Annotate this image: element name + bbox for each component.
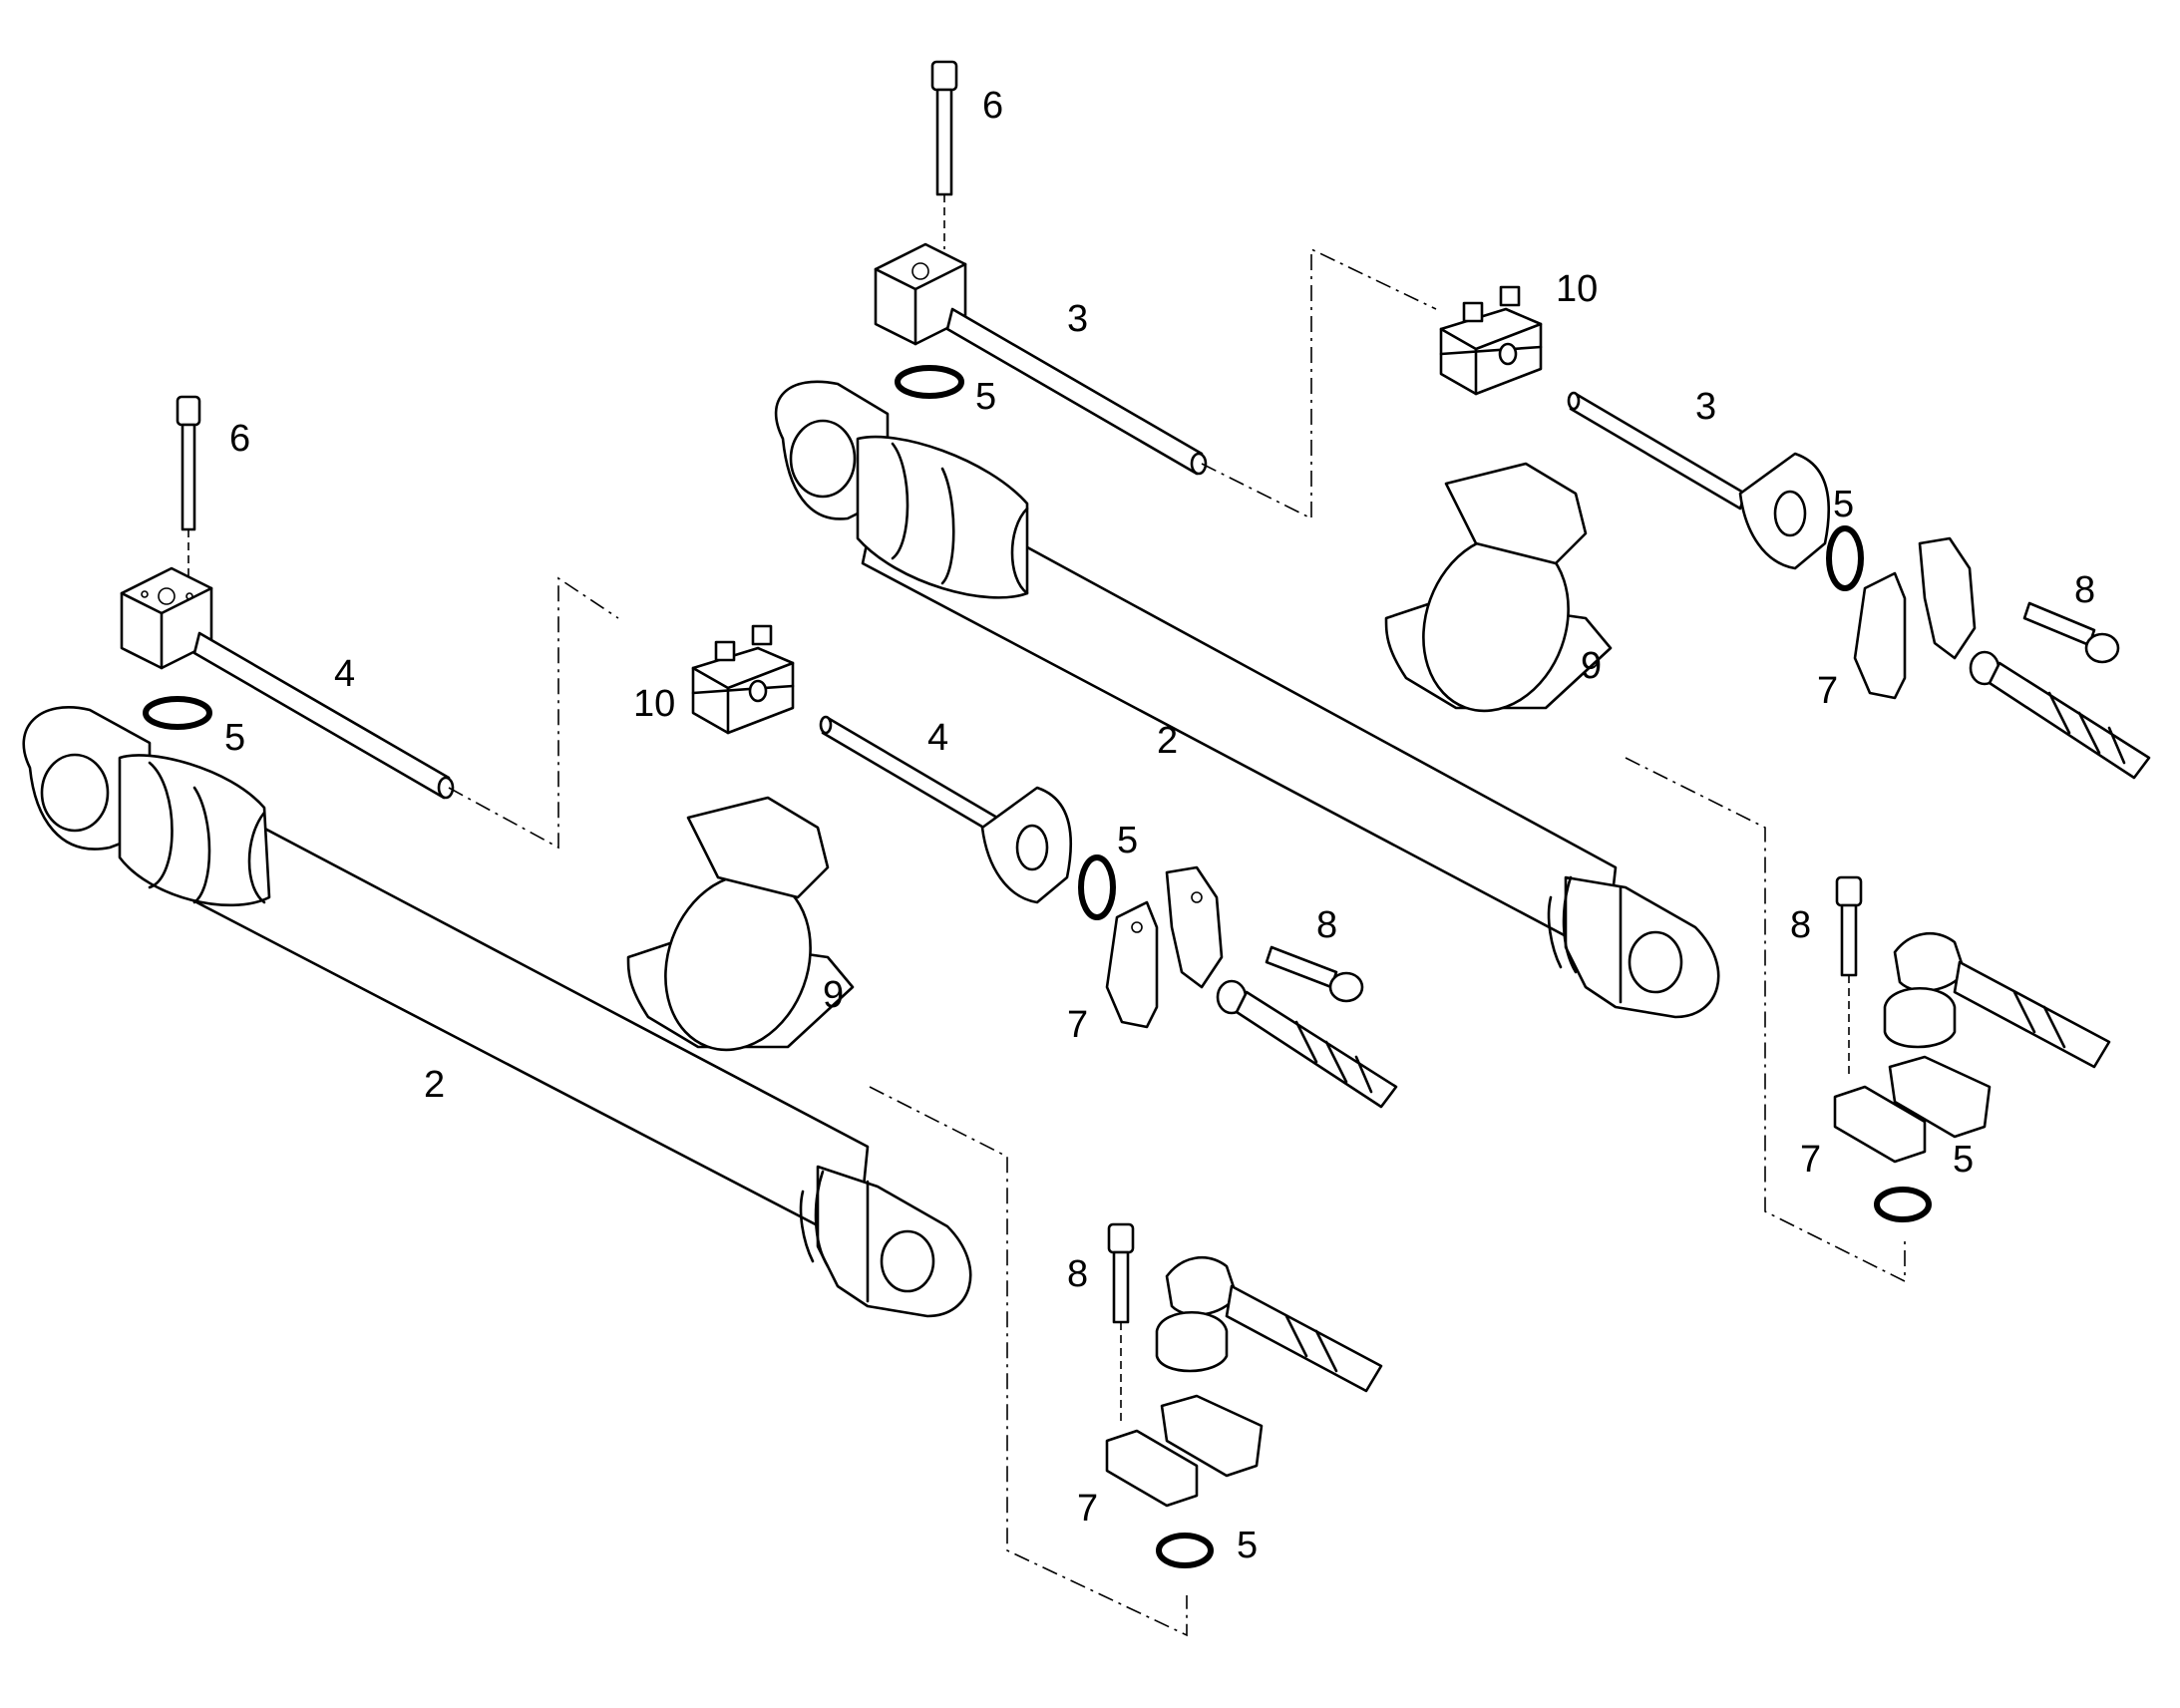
label-4-lower: 4 [334,653,355,695]
label-4-right-lower: 4 [927,717,948,759]
label-3-upper: 3 [1067,298,1088,340]
elbow-hose-lower [1155,1256,1383,1393]
split-flange-7-lower [1105,865,1224,1029]
label-8-flange-lower: 8 [1316,904,1337,946]
bracket-9-upper [1384,462,1613,713]
label-5-elbow-lower: 5 [1237,1525,1258,1566]
o-ring-5-lower-left [143,696,212,730]
o-ring-5-upper-flange [1826,525,1864,591]
label-2-upper: 2 [1157,720,1178,762]
pipe-block-lower [120,566,619,850]
bolt-8-lower-flange [1265,945,1364,1003]
clamp-block-10-upper [1439,285,1543,396]
bolt-8-lower-elbow [1107,1222,1135,1426]
label-2-lower: 2 [424,1064,445,1106]
label-7-elbow-lower: 7 [1077,1488,1098,1530]
clamp-block-10-lower [691,624,795,735]
hose-upper [1969,650,2151,780]
label-7-lower: 7 [1067,1004,1088,1046]
bolt-8-upper-elbow [1835,875,1863,1077]
o-ring-5-upper-left [895,365,964,399]
pipe-block-upper [874,242,1437,520]
label-5-flange-upper: 5 [1833,484,1854,525]
label-3-right-upper: 3 [1695,386,1716,428]
lower-cylinder-assembly: 6 4 5 10 4 5 8 7 9 2 8 7 5 [22,395,1398,1637]
label-6-lower: 6 [229,418,250,460]
o-ring-5-lower-elbow [1156,1533,1214,1568]
split-flange-7-upper [1853,536,1977,700]
bolt-8-upper-flange [2022,601,2120,664]
label-8-elbow-lower: 8 [1067,1253,1088,1295]
pipe-4-flange-lower [819,715,1073,904]
elbow-hose-upper [1883,932,2111,1069]
o-ring-5-lower-flange [1078,854,1116,920]
upper-cylinder-assembly: 6 3 5 10 3 5 8 7 9 2 8 7 5 [774,60,2151,1283]
centerline-lower [869,1086,1188,1637]
hydraulic-cylinder-upper [774,380,1720,1019]
label-10-upper: 10 [1556,268,1598,310]
label-5-upper: 5 [975,376,996,418]
bracket-9-lower [626,796,855,1052]
pipe-3-flange-upper [1567,391,1831,570]
label-9-upper: 9 [1581,645,1602,687]
hose-lower [1216,979,1398,1109]
label-8-elbow-upper: 8 [1790,904,1811,946]
o-ring-5-upper-elbow [1874,1187,1932,1222]
label-8-flange-upper: 8 [2074,569,2095,611]
label-5-elbow-upper: 5 [1953,1139,1974,1181]
label-6-upper: 6 [982,85,1003,127]
label-7-elbow-upper: 7 [1800,1139,1821,1181]
bolt-6-upper [930,60,958,249]
split-flange-7-lower-elbow [1105,1394,1264,1508]
centerline-upper [1625,757,1906,1283]
label-5-lower: 5 [224,717,245,759]
label-10-lower: 10 [633,683,675,725]
label-5-flange-lower: 5 [1117,820,1138,861]
bolt-6-lower [176,395,201,588]
split-flange-7-upper-elbow [1833,1055,1992,1164]
label-7-upper: 7 [1817,670,1838,712]
hydraulic-cylinder-lower [22,706,972,1318]
label-9-lower: 9 [823,974,844,1016]
